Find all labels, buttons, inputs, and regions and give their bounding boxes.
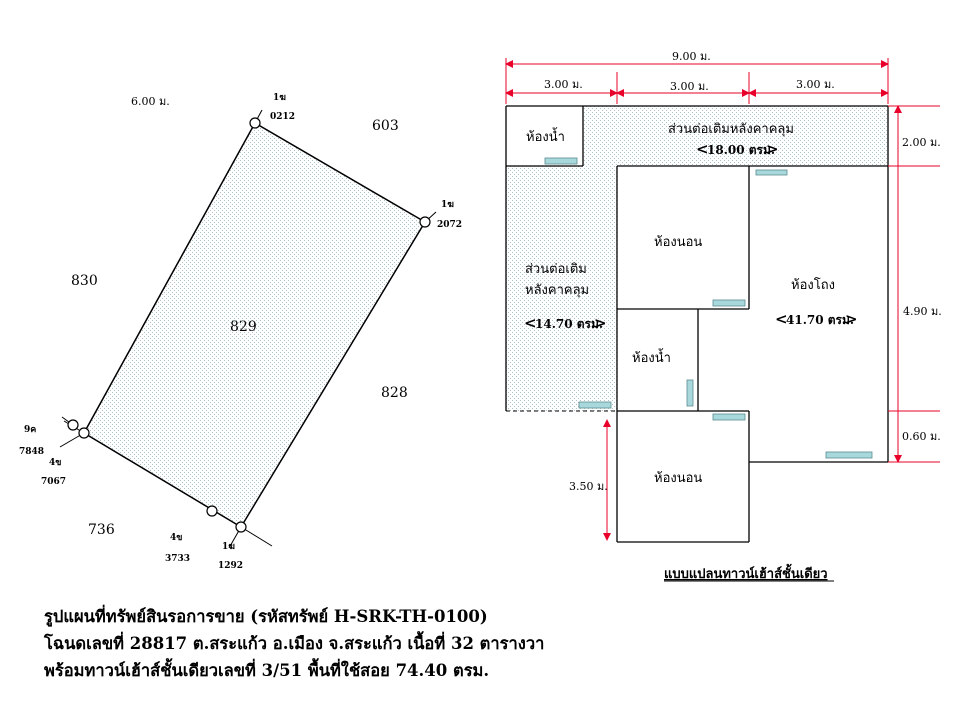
rear-extension-area-label: < 18.00 ตรม. >	[696, 140, 779, 158]
rear-extension-area	[583, 106, 888, 166]
hall-area-value: 41.70 ตรม.	[786, 313, 854, 327]
dim-total-width: 9.00 ม.	[672, 50, 711, 63]
walls	[505, 105, 889, 543]
caption-line-2: โฉนดเลขที่ 28817 ต.สระแก้ว อ.เมือง จ.สระ…	[44, 634, 545, 653]
boundary-marker	[206, 505, 218, 517]
svg-text:>: >	[594, 314, 607, 332]
room-bedroom-2: ห้องนอน	[654, 471, 702, 486]
window	[712, 299, 746, 307]
window	[712, 413, 746, 421]
caption-line-1: รูปแผนที่ทรัพย์สินรอการขาย (รหัสทรัพย์ H…	[44, 607, 488, 626]
window	[755, 169, 788, 176]
window	[686, 379, 694, 407]
land-plot-map: 6.00 ม. 829 603 830 828 736 1ฆ 0212 1ฆ 2…	[19, 93, 462, 571]
boundary-marker	[78, 427, 90, 439]
marker-number: 1292	[218, 561, 243, 571]
dim-right-top: 2.00 ม.	[902, 136, 941, 149]
dim-seg-2: 3.00 ม.	[670, 80, 709, 93]
neighbor-736: 736	[88, 522, 115, 538]
dim-left-bottom: 3.50 ม.	[569, 480, 608, 493]
plot-number: 829	[230, 319, 257, 335]
room-bedroom-1: ห้องนอน	[654, 235, 702, 250]
side-extension-area	[506, 166, 617, 411]
side-extension-area-value: 14.70 ตรม.	[535, 317, 603, 331]
svg-text:<: <	[696, 140, 709, 158]
window	[578, 401, 612, 409]
caption-line-3: พร้อมทาวน์เฮ้าส์ชั้นเดียวเลขที่ 3/51 พื้…	[44, 661, 490, 680]
rear-extension-title: ส่วนต่อเติมหลังคาคลุม	[668, 122, 794, 137]
dim-seg-1: 3.00 ม.	[544, 78, 583, 91]
marker-number: 0212	[270, 112, 295, 122]
svg-text:>: >	[845, 310, 858, 328]
caption-block: รูปแผนที่ทรัพย์สินรอการขาย (รหัสทรัพย์ H…	[44, 603, 944, 684]
boundary-marker	[67, 419, 79, 431]
floor-plan: ห้องน้ำ ส่วนต่อเติมหลังคาคลุม < 18.00 ตร…	[505, 50, 942, 582]
windows	[544, 157, 873, 459]
room-hall: ห้องโถง	[791, 277, 835, 293]
marker-number: 7848	[19, 447, 44, 457]
marker-number: 3733	[165, 554, 190, 564]
marker-number: 7067	[41, 477, 66, 487]
hall-area-label: < 41.70 ตรม. >	[775, 310, 858, 328]
floor-plan-title: แบบแปลนทาวน์เฮ้าส์ชั้นเดียว	[664, 563, 828, 582]
boundary-marker	[249, 117, 261, 129]
svg-text:>: >	[766, 140, 779, 158]
side-extension-line1: ส่วนต่อเติม	[525, 262, 587, 277]
dim-seg-3: 3.00 ม.	[796, 78, 835, 91]
marker-code: 4ข	[170, 533, 182, 543]
rear-extension-area-value: 18.00 ตรม.	[707, 143, 775, 157]
window	[825, 451, 873, 459]
room-bathroom-mid: ห้องน้ำ	[632, 348, 671, 366]
side-extension-line2: หลังคาคลุม	[525, 283, 589, 298]
marker-number: 2072	[437, 220, 462, 230]
neighbor-828: 828	[381, 385, 408, 401]
plot-width-label: 6.00 ม.	[131, 95, 170, 108]
neighbor-830: 830	[71, 273, 98, 289]
svg-text:<: <	[524, 314, 537, 332]
boundary-marker	[419, 216, 431, 228]
window	[544, 157, 578, 165]
marker-code: 4ข	[49, 458, 61, 468]
svg-text:<: <	[775, 310, 788, 328]
marker-code: 1ฆ	[441, 200, 454, 210]
room-bathroom-top: ห้องน้ำ	[526, 127, 565, 145]
neighbor-603: 603	[372, 118, 399, 134]
dim-right-mid: 4.90 ม.	[903, 305, 942, 318]
boundary-extension	[240, 526, 273, 547]
marker-code: 1ฆ	[273, 93, 286, 103]
dimension-lines	[505, 58, 940, 541]
side-extension-area-label: < 14.70 ตรม. >	[524, 314, 607, 332]
marker-code: 1ฆ	[222, 542, 235, 552]
marker-code: 9ค	[24, 425, 36, 435]
boundary-marker	[235, 521, 247, 533]
dim-right-bottom: 0.60 ม.	[902, 430, 941, 443]
